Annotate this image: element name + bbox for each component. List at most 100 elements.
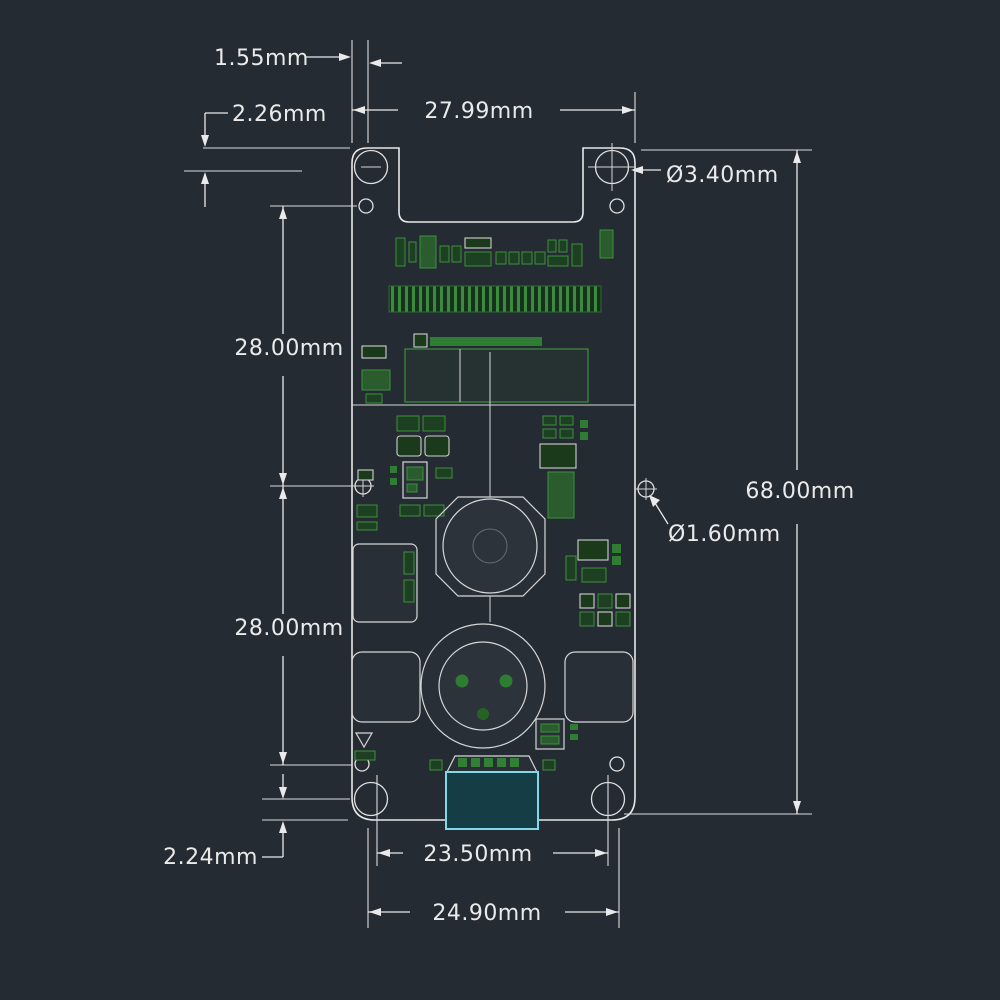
arrowhead	[595, 849, 607, 857]
board-outline	[351, 147, 636, 821]
camera-lens-inner	[472, 528, 508, 564]
arrowhead	[279, 207, 287, 219]
arrowhead	[793, 151, 801, 163]
usb-pad	[497, 758, 506, 767]
tooling-hole-bottom-right	[609, 756, 625, 772]
usb-port-highlight	[445, 771, 539, 830]
polarity-triangle	[354, 732, 374, 749]
smd-pad	[451, 245, 462, 263]
speaker-inner-ring	[438, 641, 528, 731]
arrowhead	[279, 752, 287, 764]
ic-outline	[402, 461, 428, 499]
usb-anchor-pad	[429, 759, 443, 771]
dim-label-top-hole-margin: 2.26mm	[232, 102, 327, 127]
smd-pad	[559, 415, 574, 426]
arrowhead	[369, 908, 381, 916]
dim-lower-hole-span: 28.00mm	[234, 486, 343, 765]
dim-bottom-width: 24.90mm	[368, 901, 619, 926]
smd-pad	[559, 428, 574, 439]
smd-pad	[395, 237, 406, 267]
pad-grid-cell	[579, 611, 595, 627]
smd-pad	[547, 239, 557, 253]
component-frame	[535, 718, 565, 750]
dim-wing-offset: 1.55mm	[214, 46, 402, 71]
smd-pad	[365, 393, 383, 404]
dim-label-small-hole-diameter: Ø1.60mm	[668, 522, 781, 547]
via-pad	[580, 432, 588, 440]
smd-component	[361, 369, 391, 391]
smd-pad	[547, 255, 569, 267]
capacitor	[399, 504, 421, 517]
smd-component	[357, 469, 374, 481]
smd-pad	[495, 251, 507, 265]
via-pad	[612, 556, 621, 565]
pad-grid-cell	[597, 593, 613, 609]
dim-top-hole-margin: 2.26mm	[201, 102, 327, 207]
capacitor	[422, 415, 446, 432]
smd-pad	[558, 239, 568, 253]
via-pad	[612, 544, 621, 553]
arrowhead	[201, 172, 209, 184]
smd-pad	[571, 243, 583, 267]
pad-grid-cell	[615, 611, 631, 627]
component-frame	[424, 435, 450, 457]
dim-label-bottom-edge-margin: 2.24mm	[163, 845, 258, 870]
dim-bottom-edge-margin: 2.24mm	[163, 774, 287, 870]
smd-pad	[508, 251, 520, 265]
smd-pad	[565, 555, 577, 581]
via-pad	[570, 734, 578, 740]
arrowhead	[649, 495, 660, 507]
mount-hole-bottom-left	[353, 781, 389, 817]
component-frame	[577, 539, 609, 561]
smd-pad	[356, 504, 378, 518]
right-column-cluster	[565, 539, 631, 627]
dim-bottom-hole-spacing: 23.50mm	[377, 842, 608, 867]
usb-pad	[471, 758, 480, 767]
usb-pad	[458, 758, 467, 767]
via-pad	[570, 724, 578, 730]
arrowhead	[201, 135, 209, 147]
pin-header	[388, 285, 602, 313]
module-rect	[404, 348, 589, 403]
board-edge	[351, 147, 636, 821]
pad-grid-cell	[615, 593, 631, 609]
arrowhead	[369, 59, 381, 67]
smd-pad	[435, 467, 453, 479]
dim-label-bottom-width: 24.90mm	[432, 901, 541, 926]
pcb-components	[351, 229, 634, 830]
dim-small-hole-diameter: Ø1.60mm	[649, 495, 781, 547]
dim-upper-hole-span: 28.00mm	[234, 206, 343, 486]
mount-hole-top-left	[353, 149, 389, 185]
tooling-hole-top-right	[609, 198, 625, 214]
camera-octagon	[435, 496, 546, 597]
sd-card-slot	[352, 543, 418, 623]
arrowhead	[378, 849, 390, 857]
smd-pad	[439, 245, 450, 263]
camera-lens	[442, 498, 538, 594]
via-pad	[390, 478, 397, 485]
button-right	[564, 651, 634, 723]
arrowhead	[279, 487, 287, 499]
pad-grid-cell	[579, 593, 595, 609]
speaker	[420, 623, 546, 749]
flex-connector	[430, 337, 542, 346]
speaker-contact	[499, 674, 513, 688]
smd-pad	[354, 750, 376, 761]
camera-module	[435, 496, 546, 622]
arrowhead	[279, 787, 287, 799]
arrowhead	[279, 473, 287, 485]
smd-pad	[542, 428, 557, 439]
tooling-hole-top-left	[358, 198, 374, 214]
arrowhead	[353, 106, 365, 114]
smd-pad	[419, 235, 437, 269]
smd-pad	[540, 735, 560, 745]
smd-pad	[534, 251, 546, 265]
smd-pad	[356, 521, 378, 531]
ic-die	[406, 466, 424, 481]
speaker-outer-ring	[420, 623, 546, 749]
component-frame	[539, 443, 577, 469]
dim-mount-hole-diameter: Ø3.40mm	[631, 163, 778, 188]
button-left	[351, 651, 421, 723]
dim-label-bottom-hole-spacing: 23.50mm	[423, 842, 532, 867]
